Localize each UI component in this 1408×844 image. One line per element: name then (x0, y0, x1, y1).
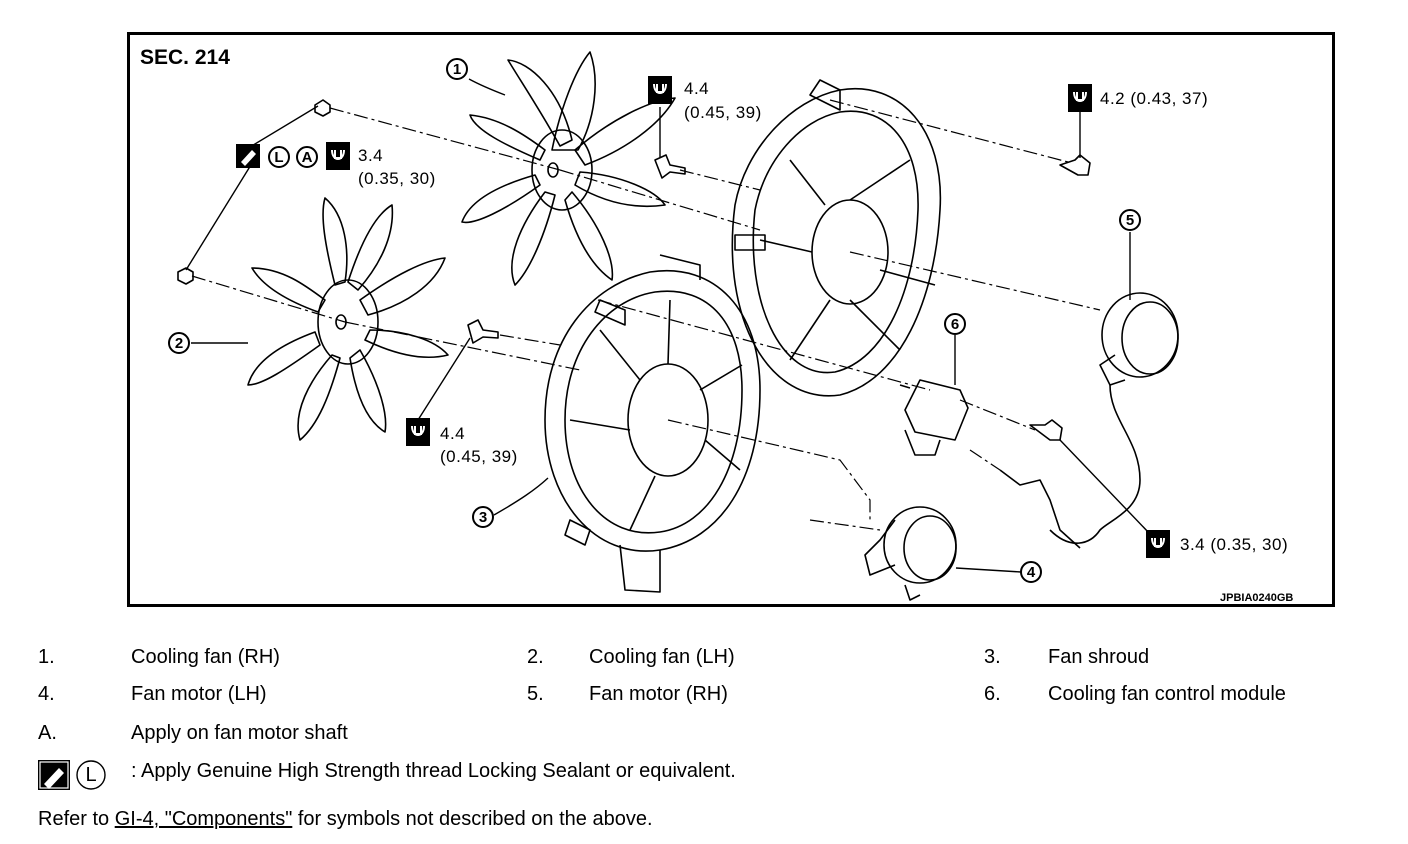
figure-id: JPBIA0240GB (1220, 592, 1294, 604)
fan-shroud (544, 254, 761, 593)
callout-6: 6 (944, 313, 966, 335)
note-a-label: A. (38, 722, 57, 744)
legend-text-3: Fan shroud (1048, 646, 1150, 668)
leader-nut (185, 159, 255, 271)
sealant-applicator-icon (236, 144, 260, 168)
legend-sealant-applicator-icon (38, 760, 70, 790)
refer-suffix: for symbols not described on the above. (292, 808, 653, 830)
callout-3: 3 (472, 506, 494, 528)
torque-wrench-icon (1146, 530, 1170, 558)
refer-prefix: Refer to (38, 808, 115, 830)
cooling-fan-lh (247, 197, 449, 441)
legend-text-6: Cooling fan control module (1048, 683, 1286, 705)
callout-5: 5 (1119, 209, 1141, 231)
torque-module-bolt: 3.4 (0.35, 30) (1180, 535, 1289, 554)
callout-4: 4 (1020, 561, 1042, 583)
legend-sealant-letter: L (80, 764, 102, 786)
legend-num-1: 1. (38, 646, 55, 668)
torque-fan-nut-detail: (0.35, 30) (358, 169, 436, 188)
leader-nut2 (249, 105, 319, 148)
torque-lh-bolt-detail: (0.45, 39) (440, 447, 518, 466)
legend-text-4: Fan motor (LH) (131, 683, 267, 705)
legend-text-1: Cooling fan (RH) (131, 646, 280, 668)
legend-text-2: Cooling fan (LH) (589, 646, 735, 668)
cooling-fan-control-module (899, 379, 1081, 549)
cooling-fan-rh (461, 51, 676, 286)
legend-num-5: 5. (527, 683, 544, 705)
torque-rh-fan-bolt-value: 4.4 (684, 79, 710, 98)
section-label: SEC. 214 (140, 46, 230, 69)
leader-3 (493, 477, 549, 516)
fan-shroud-rh (731, 79, 942, 397)
callout-2: 2 (168, 332, 190, 354)
leader-module-bolt (1059, 439, 1151, 535)
refer-note: Refer to GI-4, "Components" for symbols … (38, 808, 653, 831)
leader-1 (468, 78, 506, 96)
diagram-frame (127, 32, 1335, 607)
torque-wrench-icon (326, 142, 350, 170)
leader-lh-bolt (417, 337, 471, 421)
torque-rh-fan-bolt-detail: (0.45, 39) (684, 103, 762, 122)
torque-lh-bolt-value: 4.4 (440, 424, 466, 443)
note-a-text: Apply on fan motor shaft (131, 722, 348, 744)
fan-motor-lh (864, 506, 957, 601)
torque-fan-nut-value: 3.4 (358, 146, 384, 165)
locking-sealant-symbol-icon: L (268, 146, 290, 168)
torque-wrench-icon (406, 418, 430, 446)
fan-motor-rh (1049, 292, 1179, 544)
torque-wrench-icon (648, 76, 672, 104)
torque-wrench-icon (1068, 84, 1092, 112)
legend-text-5: Fan motor (RH) (589, 683, 728, 705)
torque-shroud-top-bolt: 4.2 (0.43, 37) (1100, 89, 1209, 108)
leader-4 (955, 567, 1022, 573)
fasteners (177, 99, 1091, 441)
callout-1: 1 (446, 58, 468, 80)
components-link[interactable]: GI-4, "Components" (114, 808, 293, 830)
legend-num-6: 6. (984, 683, 1001, 705)
legend-num-4: 4. (38, 683, 55, 705)
sealant-note-text: : Apply Genuine High Strength thread Loc… (131, 760, 736, 782)
legend-num-3: 3. (984, 646, 1001, 668)
legend-num-2: 2. (527, 646, 544, 668)
apply-symbol-icon: A (296, 146, 318, 168)
